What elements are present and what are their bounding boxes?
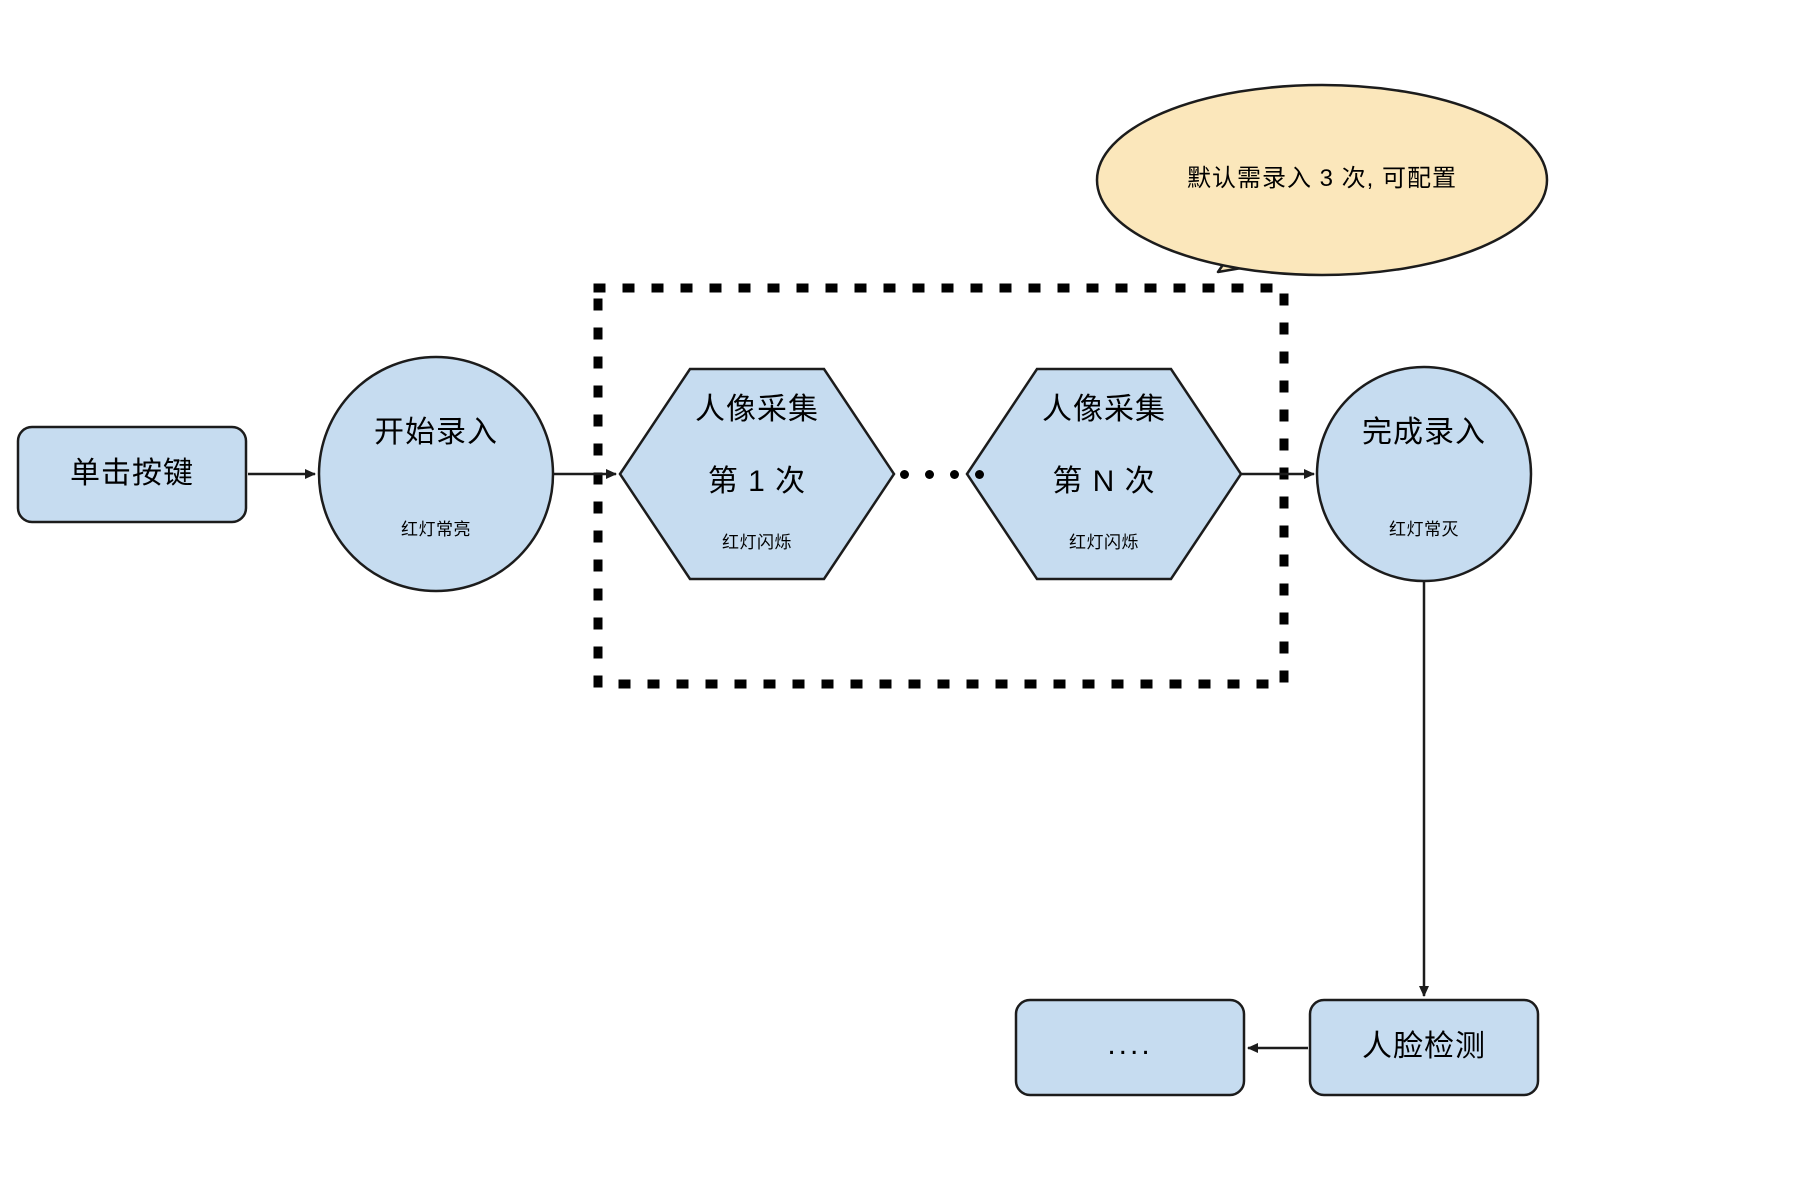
node-capture-first-shape[interactable] (618, 367, 896, 581)
node-face-detect-shape[interactable] (1308, 998, 1540, 1097)
edge-capture-first-to-capture-nth-dots (900, 470, 984, 479)
node-capture-nth-shape[interactable] (965, 367, 1243, 581)
ellipsis-dot (975, 470, 984, 479)
node-start-enroll-shape[interactable] (317, 355, 555, 593)
node-finish-enroll-shape[interactable] (1315, 365, 1533, 583)
capture-loop-border (593, 283, 1289, 689)
ellipsis-dot (900, 470, 909, 479)
node-click-key-shape[interactable] (16, 425, 248, 524)
ellipsis-dot (950, 470, 959, 479)
node-more-steps-shape[interactable] (1014, 998, 1246, 1097)
callout-bubble (1095, 83, 1549, 277)
ellipsis-dot (925, 470, 934, 479)
